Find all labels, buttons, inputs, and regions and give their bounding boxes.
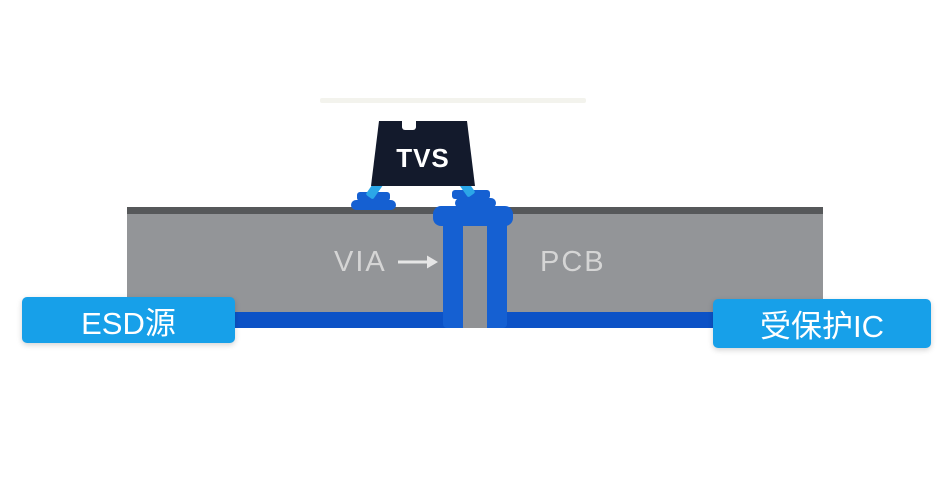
tvs-package: TVS: [371, 121, 475, 186]
protected-ic-label-text: 受保护IC: [760, 309, 884, 344]
tvs-pin1-notch: [402, 121, 416, 130]
esd-source-label: ESD源: [22, 297, 235, 343]
tvs-left-solder-pad: [351, 200, 396, 210]
via-barrel-right: [487, 218, 507, 328]
esd-source-label-text: ESD源: [81, 305, 176, 341]
pcb-label: PCB: [540, 246, 606, 278]
protected-ic-label: 受保护IC: [713, 299, 931, 348]
tvs-label: TVS: [396, 143, 450, 173]
via-label: VIA: [334, 246, 387, 278]
via-arrow-icon: [398, 255, 438, 269]
via-hole: [463, 224, 487, 328]
tvs-right-solder-pad: [455, 198, 496, 208]
via-barrel-left: [443, 218, 463, 328]
faint-artifact-line: [320, 98, 586, 103]
via-top-pad: [433, 206, 513, 226]
